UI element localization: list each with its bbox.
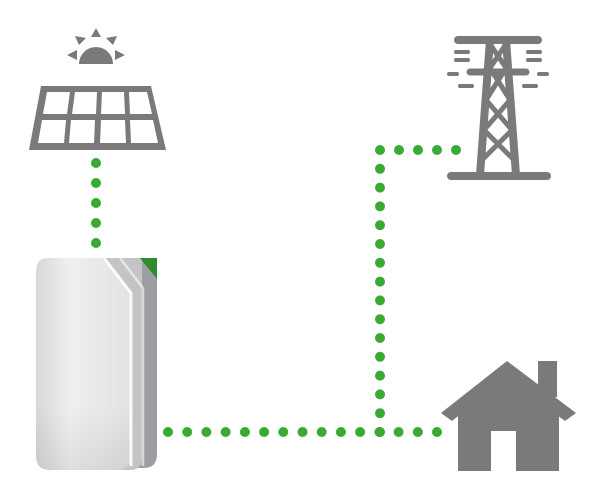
connector-dot <box>375 427 385 437</box>
connector-dot <box>394 145 404 155</box>
connector-dot <box>182 427 193 437</box>
connector-dot <box>375 276 385 287</box>
connector-dot <box>239 427 250 437</box>
connector-dot <box>91 158 101 168</box>
connector-dot <box>375 257 385 268</box>
connector-dot <box>451 145 461 155</box>
home-battery-unit <box>36 257 157 470</box>
solar-panel-icon <box>29 86 166 150</box>
connector-dot <box>375 220 385 231</box>
connector-dot <box>432 427 442 437</box>
connector-dot <box>413 145 423 155</box>
sun-icon <box>67 28 125 64</box>
connector-dot <box>375 163 385 174</box>
power-transmission-tower-icon <box>447 36 551 180</box>
connector-dot <box>297 427 308 437</box>
connector-dot <box>201 427 212 437</box>
connector-battery-to-house <box>163 427 442 437</box>
connector-dot <box>335 427 346 437</box>
connector-dot <box>375 370 385 381</box>
house-icon <box>441 361 576 471</box>
connector-dot <box>91 198 101 208</box>
connector-dot <box>163 427 173 437</box>
connector-dot <box>375 201 385 212</box>
connector-dot <box>375 239 385 249</box>
connector-dot <box>91 178 101 188</box>
connector-dot <box>375 314 385 325</box>
connector-dot <box>91 238 101 248</box>
connector-dot <box>412 427 423 437</box>
connector-dot <box>259 427 270 437</box>
connector-lines <box>91 145 461 437</box>
connector-grid-to-house <box>375 145 461 437</box>
connector-dot <box>375 295 385 306</box>
connector-solar-to-battery <box>91 158 101 248</box>
connector-dot <box>375 333 385 343</box>
connector-dot <box>355 427 366 437</box>
connector-dot <box>220 427 231 437</box>
connector-dot <box>375 182 385 193</box>
connector-dot <box>375 408 385 419</box>
battery-corner-accent <box>140 258 157 279</box>
connector-dot <box>375 389 385 400</box>
connector-dot <box>393 427 404 437</box>
connector-dot <box>375 145 385 155</box>
solar-panel-with-sun-icon <box>29 28 166 150</box>
connector-dot <box>91 218 101 228</box>
connector-dot <box>278 427 289 437</box>
connector-dot <box>432 145 442 155</box>
connector-dot <box>316 427 327 437</box>
connector-dot <box>375 351 385 362</box>
